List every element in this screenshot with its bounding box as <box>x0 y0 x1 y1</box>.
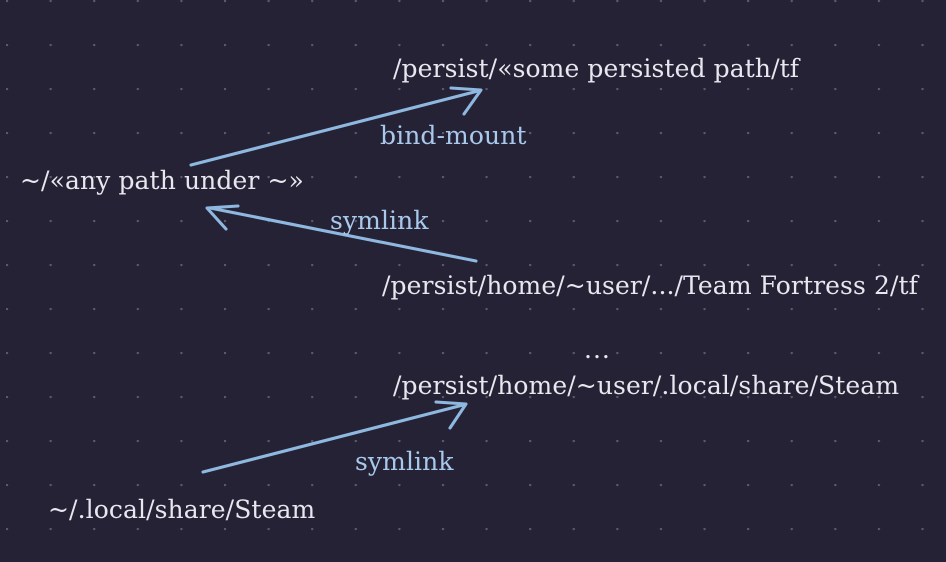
edge-label-bind-mount: bind-mount <box>380 121 527 150</box>
symlink-tf-arrow-head <box>205 204 240 231</box>
node-ellipsis: ... <box>584 335 611 364</box>
node-home-any-path: ~/«any path under ~» <box>20 166 304 195</box>
edge-label-symlink-steam: symlink <box>355 447 454 476</box>
bind-mount-arrow-head <box>449 86 483 116</box>
node-persist-home-steam: /persist/home/~user/.local/share/Steam <box>393 371 900 400</box>
node-home-steam: ~/.local/share/Steam <box>48 495 316 524</box>
symlink-steam-arrow-head <box>434 400 468 430</box>
node-persist-home-tf: /persist/home/~user/.../Team Fortress 2/… <box>382 271 918 300</box>
node-persisted-tf: /persist/«some persisted path/tf <box>393 54 800 83</box>
edge-label-symlink-tf: symlink <box>330 206 429 235</box>
